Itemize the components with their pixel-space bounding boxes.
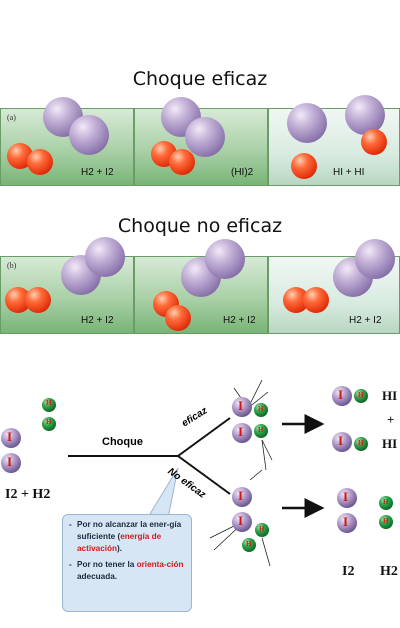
iodine-atom [85,237,125,277]
product-hydrogen-molecule [379,496,393,529]
atom-letter-i: I [338,387,344,402]
hydrogen-atom [42,398,56,412]
panel-label: HI + HI [333,167,365,178]
hydrogen-atom [255,523,269,537]
iodine-atom [232,512,252,532]
atom-letter-i: I [238,424,244,439]
product-hi-label: HI [382,388,398,403]
panel-a2: (HI)2 [134,97,268,186]
atom-letter-i: I [343,489,349,504]
iodine-atom [287,103,327,143]
panel-a1: (a) H2 + I2 [0,97,134,186]
title-ineffective-collision: Choque no eficaz [117,215,283,237]
iodine-atom [332,386,352,406]
atom-letter-h: H [259,525,265,533]
atom-letter-i: I [238,513,244,528]
iodine-atom [332,432,352,452]
iodine-atom [69,115,109,155]
ineffective-collision-row: (b) H2 + I2 H2 + I2 H2 + I2 [0,237,400,334]
atom-letter-h: H [246,540,252,548]
iodine-atom [205,239,245,279]
panel-label: (HI)2 [231,167,254,178]
atom-letter-h: H [358,391,364,399]
hydrogen-atom [242,538,256,552]
iodine-atom [1,428,21,448]
product-plus-label: + [387,412,395,427]
atom-letter-h: H [258,405,264,413]
atom-letter-i: I [7,429,13,444]
panel-b2: H2 + I2 [134,239,268,334]
hydrogen-atom [379,515,393,529]
panel-b1: (b) H2 + I2 [0,237,134,334]
hydrogen-atom [25,287,51,313]
collision-label: Choque [102,436,143,448]
atom-letter-i: I [338,433,344,448]
reactant-hydrogen-molecule [42,398,56,431]
product-hi-bottom [332,432,368,452]
atom-letter-h: H [383,517,389,525]
hydrogen-atom [27,149,53,175]
iodine-atom [232,423,252,443]
iodine-atom [232,487,252,507]
iodine-atom [232,397,252,417]
explanation-callout: Por no alcanzar la ener-gía suficiente (… [62,514,192,612]
panel-label: H2 + I2 [81,315,114,326]
hydrogen-atom [361,129,387,155]
title-effective-collision: Choque eficaz [132,68,268,90]
hydrogen-atom [165,305,191,331]
atom-letter-i: I [7,454,13,469]
product-iodine-molecule [337,488,357,533]
hydrogen-atom [169,149,195,175]
atom-letter-h: H [358,439,364,447]
hydrogen-atom [379,496,393,510]
hydrogen-atom [354,389,368,403]
reason-orientation: Por no tener la orienta-ción adecuada. [69,559,185,583]
iodine-atom [337,513,357,533]
hydrogen-atom [254,424,268,438]
reactants-label: I2 + H2 [5,487,51,502]
atom-letter-i: I [238,488,244,503]
panel-tag: (b) [7,261,17,270]
ineffective-collision-complex [232,487,269,552]
hydrogen-atom [303,287,329,313]
reactant-iodine-molecule [1,428,21,473]
atom-letter-h: H [258,426,264,434]
iodine-atom [337,488,357,508]
atom-letter-i: I [238,398,244,413]
hydrogen-atom [42,417,56,431]
panel-label: H2 + I2 [349,315,382,326]
atom-letter-i: I [343,514,349,529]
product-hi-label: HI [382,436,398,451]
panel-a3: HI + HI [268,95,400,186]
atom-letter-h: H [383,498,389,506]
iodine-atom [185,117,225,157]
panel-tag: (a) [7,113,16,122]
product-iodine-label: I2 [342,564,355,579]
effective-collision-row: (a) H2 + I2 (HI)2 HI + HI [0,95,400,186]
effective-collision-complex [232,397,268,443]
panel-label: H2 + I2 [223,315,256,326]
hydrogen-atom [291,153,317,179]
hydrogen-atom [254,403,268,417]
panel-b3: H2 + I2 [268,239,400,334]
atom-letter-h: H [46,399,52,407]
hydrogen-atom [354,437,368,451]
atom-letter-h: H [46,418,52,426]
product-hi-top [332,386,368,406]
iodine-atom [345,95,385,135]
reason-energy: Por no alcanzar la ener-gía suficiente (… [69,519,185,555]
branch-lines [68,417,231,519]
iodine-atom [1,453,21,473]
panel-label: H2 + I2 [81,167,114,178]
product-hydrogen-label: H2 [380,564,398,579]
iodine-atom [355,239,395,279]
